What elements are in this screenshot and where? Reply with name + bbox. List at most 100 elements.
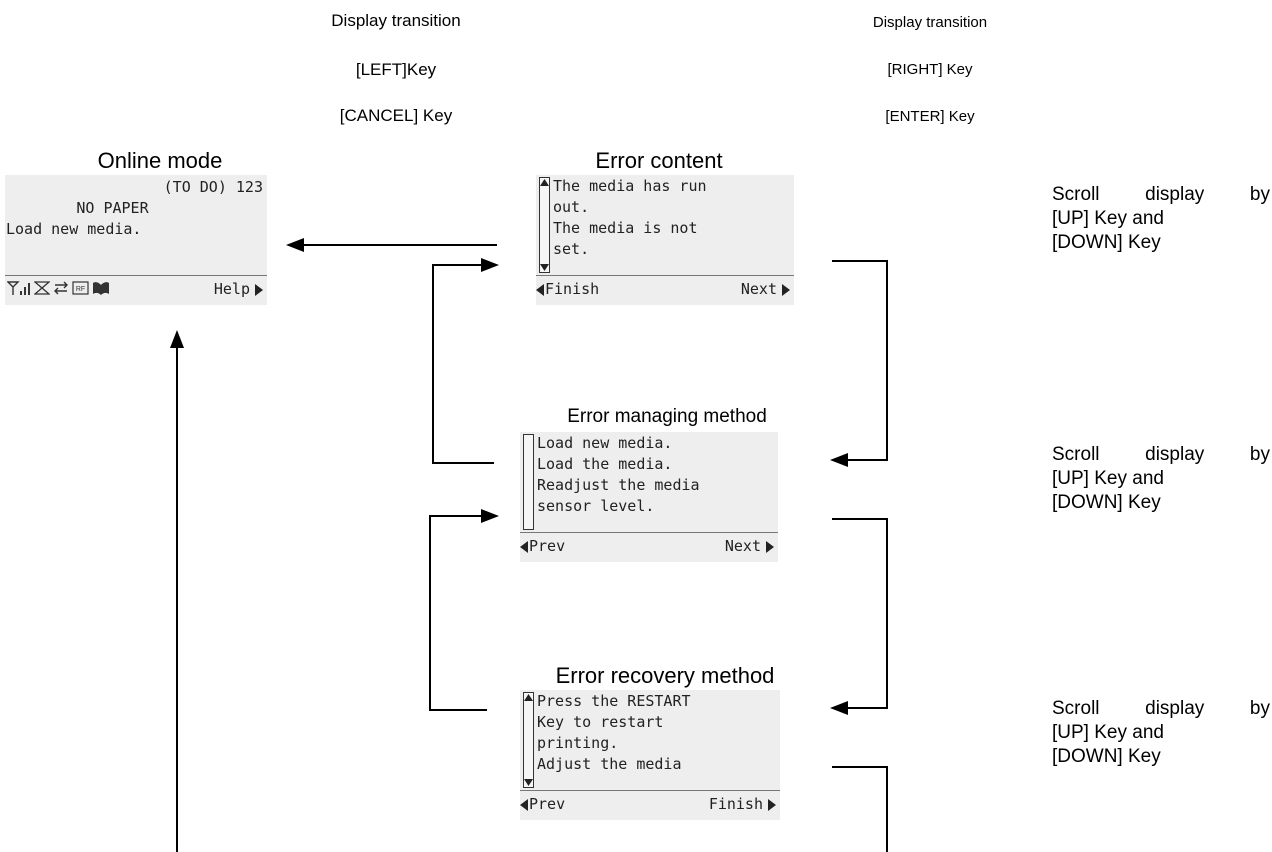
- help-softkey[interactable]: Help: [214, 278, 263, 300]
- arrow-content-to-managing: [832, 260, 888, 461]
- online-line-2: NO PAPER: [76, 199, 149, 217]
- arrowhead-right-managing: [481, 509, 499, 523]
- online-footer: RF Help: [5, 278, 267, 300]
- scroll-note-2-word-2: display: [1145, 444, 1205, 465]
- transfer-icon: [54, 281, 68, 295]
- antenna-icon: [7, 281, 30, 295]
- finish-softkey[interactable]: Finish: [709, 793, 776, 815]
- next-softkey[interactable]: Next: [741, 278, 790, 300]
- error-recovery-line-3: printing.: [537, 734, 619, 752]
- error-content-line-2: out.: [553, 198, 590, 216]
- svg-text:RF: RF: [76, 286, 85, 293]
- error-content-line-1: The media has run: [553, 177, 707, 195]
- error-managing-scrollbar[interactable]: [523, 434, 534, 530]
- scroll-up-icon[interactable]: [539, 178, 550, 187]
- online-separator: [5, 275, 267, 276]
- arrowhead-right-content: [481, 258, 499, 272]
- scroll-down-icon[interactable]: [539, 263, 550, 272]
- scroll-note-2-line-1: Scroll display by: [1052, 443, 1270, 467]
- scroll-note-3-line-2: [UP] Key and: [1052, 722, 1164, 743]
- scroll-note-1-line-1: Scroll display by: [1052, 183, 1270, 207]
- error-managing-screen: Load new media. Load the media. Readjust…: [520, 432, 778, 562]
- error-managing-line-2: Load the media.: [537, 455, 673, 473]
- ribbon-icon: [93, 282, 109, 295]
- prev-softkey-label: Prev: [529, 537, 566, 555]
- right-arrow-icon: [782, 283, 790, 296]
- scroll-note-2-word-3: by: [1249, 444, 1270, 465]
- header-right-line-2: [RIGHT] Key: [887, 61, 973, 78]
- prev-softkey[interactable]: Prev: [520, 535, 565, 557]
- next-softkey-label: Next: [740, 280, 777, 298]
- error-managing-line-3: Readjust the media: [537, 476, 700, 494]
- error-recovery-title: Error recovery method: [555, 663, 775, 688]
- error-recovery-footer: Prev Finish: [520, 793, 780, 815]
- next-softkey[interactable]: Next: [725, 535, 774, 557]
- signal-icon: [34, 281, 50, 295]
- rf-icon: RF: [72, 281, 89, 295]
- line-recovery-finish: [832, 766, 888, 852]
- error-content-separator: [536, 275, 794, 276]
- prev-softkey[interactable]: Prev: [520, 793, 565, 815]
- finish-softkey-label: Finish: [545, 280, 600, 298]
- error-content-line-3: The media is not: [553, 219, 698, 237]
- error-recovery-scrollbar[interactable]: [523, 692, 534, 788]
- error-recovery-line-2: Key to restart: [537, 713, 664, 731]
- online-status-icons: RF: [7, 280, 110, 296]
- prev-softkey-label: Prev: [529, 795, 566, 813]
- right-arrow-icon: [768, 798, 776, 811]
- scroll-note-1-word-3: by: [1249, 184, 1270, 205]
- next-softkey-label: Next: [724, 537, 761, 555]
- right-arrow-icon: [255, 283, 263, 296]
- arrowhead-left-online: [286, 238, 304, 252]
- arrow-managing-to-recovery: [832, 518, 888, 709]
- scroll-note-3-line-3: [DOWN] Key: [1052, 746, 1161, 767]
- error-recovery-separator: [520, 790, 780, 791]
- scroll-up-icon[interactable]: [523, 693, 534, 702]
- scroll-note-2: Scroll display by [UP] Key and [DOWN] Ke…: [1052, 443, 1270, 515]
- error-content-line-4: set.: [553, 240, 590, 258]
- error-content-scrollbar[interactable]: [539, 177, 550, 273]
- scroll-note-3-word-2: display: [1145, 698, 1205, 719]
- error-managing-title: Error managing method: [567, 406, 767, 427]
- header-left-line-2: [LEFT]Key: [355, 60, 437, 79]
- right-arrow-icon: [766, 540, 774, 553]
- header-right-line-1: Display transition: [872, 14, 988, 31]
- error-managing-separator: [520, 532, 778, 533]
- scroll-note-1-word-2: display: [1145, 184, 1205, 205]
- scroll-down-icon[interactable]: [523, 778, 534, 787]
- error-recovery-line-1: Press the RESTART: [537, 692, 691, 710]
- scroll-note-3-word-1: Scroll: [1052, 698, 1100, 719]
- scroll-note-2-line-3: [DOWN] Key: [1052, 492, 1161, 513]
- arrowhead-left-managing: [830, 453, 848, 467]
- error-content-title: Error content: [595, 148, 723, 173]
- help-softkey-label: Help: [213, 280, 250, 298]
- arrowhead-up-online: [170, 330, 184, 348]
- error-managing-footer: Prev Next: [520, 535, 778, 557]
- online-line-1: (TO DO) 123: [163, 178, 263, 196]
- finish-softkey[interactable]: Finish: [536, 278, 599, 300]
- scroll-note-2-word-1: Scroll: [1052, 444, 1100, 465]
- left-arrow-icon: [536, 283, 544, 296]
- scroll-note-3-word-3: by: [1249, 698, 1270, 719]
- online-mode-screen: (TO DO) 123 NO PAPER Load new media. RF: [5, 175, 267, 305]
- header-left-line-3: [CANCEL] Key: [339, 106, 453, 125]
- header-left-line-1: Display transition: [331, 11, 461, 30]
- left-arrow-icon: [520, 540, 528, 553]
- error-managing-line-4: sensor level.: [537, 497, 655, 515]
- error-content-footer: Finish Next: [536, 278, 794, 300]
- error-recovery-line-4: Adjust the media: [537, 755, 682, 773]
- scroll-note-1-word-1: Scroll: [1052, 184, 1100, 205]
- arrow-managing-back-to-content: [432, 264, 494, 464]
- arrowhead-left-recovery: [830, 701, 848, 715]
- header-right-line-3: [ENTER] Key: [885, 108, 975, 125]
- scroll-note-3-line-1: Scroll display by: [1052, 697, 1270, 721]
- scroll-note-1: Scroll display by [UP] Key and [DOWN] Ke…: [1052, 183, 1270, 255]
- scroll-note-1-line-3: [DOWN] Key: [1052, 232, 1161, 253]
- online-line-3: Load new media.: [6, 220, 142, 238]
- finish-softkey-label: Finish: [708, 795, 763, 813]
- arrow-recovery-back-to-managing: [429, 515, 487, 711]
- online-mode-title: Online mode: [97, 148, 223, 173]
- error-managing-line-1: Load new media.: [537, 434, 673, 452]
- scroll-note-2-line-2: [UP] Key and: [1052, 468, 1164, 489]
